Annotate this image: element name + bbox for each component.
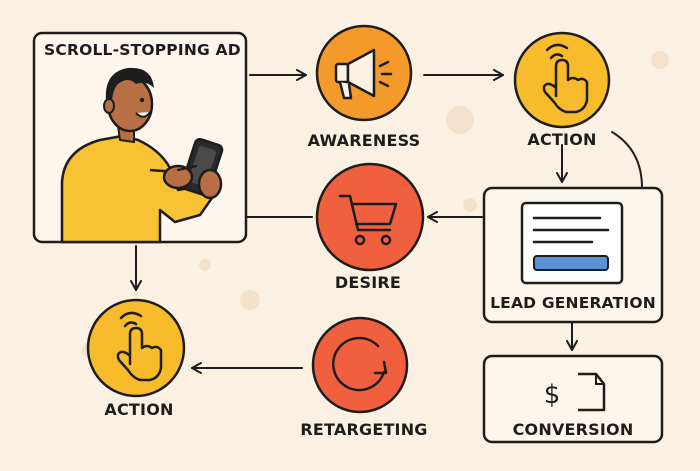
tap-hand-icon (542, 43, 589, 114)
ad-panel-title: SCROLL-STOPPING AD (44, 41, 241, 59)
retargeting-circle (311, 316, 409, 414)
lead-generation-label: LEAD GENERATION (490, 294, 656, 312)
megaphone-icon (334, 48, 393, 100)
form-icon (520, 201, 624, 285)
tap-hand-icon (116, 311, 163, 382)
form-submit-bar (533, 255, 609, 271)
conversion-label: CONVERSION (512, 420, 634, 439)
ad-panel (32, 31, 248, 244)
action-bottom-node (86, 298, 186, 398)
action-bottom-label: ACTION (104, 400, 174, 419)
desire-node (315, 162, 425, 272)
dollar-document-icon: $ (544, 372, 606, 412)
lead-generation-node (482, 186, 664, 324)
action-top-circle (513, 31, 611, 129)
loop-action-curve (611, 131, 643, 189)
retargeting-node (311, 316, 409, 414)
connectors (130, 69, 643, 374)
action-top-label: ACTION (527, 130, 597, 149)
conversion-node: $ (482, 354, 664, 444)
refresh-icon (332, 336, 388, 392)
person-with-phone-illustration (60, 67, 224, 244)
shopping-cart-icon (338, 194, 398, 246)
background-dots (82, 51, 669, 358)
desire-label: DESIRE (334, 273, 402, 292)
awareness-label: AWARENESS (307, 131, 421, 150)
action-top-node (513, 31, 611, 129)
desire-circle (315, 162, 425, 272)
awareness-node (315, 24, 413, 122)
dollar-sign: $ (544, 380, 561, 410)
retargeting-label: RETARGETING (300, 420, 428, 439)
